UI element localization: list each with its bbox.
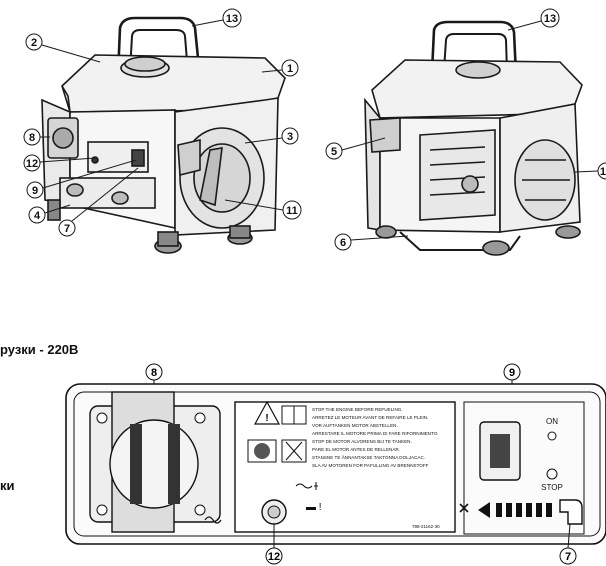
callout-11: 11 (286, 205, 298, 217)
callout-12-bottom: 12 (268, 551, 280, 563)
generator-front-view (41, 16, 286, 254)
callout-8: 8 (29, 132, 35, 144)
svg-text:!: ! (265, 413, 268, 424)
switch-stop-label: STOP (541, 483, 563, 492)
on-symbol-icon (547, 431, 557, 441)
warning-text-lines: STOP THE ENGINE BEFORE REFUELING. ARRETE… (312, 407, 438, 468)
callout-9: 9 (32, 185, 38, 197)
callout-1: 1 (287, 63, 293, 75)
callout-2: 2 (31, 37, 37, 49)
left-callouts (23, 8, 302, 237)
callout-10: 10 (600, 166, 606, 178)
svg-text:STOP DE MOTOR ALVORENS BIJ TE: STOP DE MOTOR ALVORENS BIJ TE TANKEN. (312, 439, 412, 444)
section-heading: рузки - 220В (0, 342, 79, 357)
callout-6: 6 (340, 237, 346, 249)
callout-13: 13 (226, 13, 238, 25)
ac-outlet (89, 391, 222, 533)
svg-text:9: 9 (509, 367, 515, 379)
side-fragment-label: ки (0, 478, 15, 493)
callout-7-bottom: 7 (565, 551, 571, 563)
generator-rear-view (364, 20, 583, 256)
generator-views: 2 13 1 3 8 12 9 4 7 11 (23, 8, 606, 256)
callout-5: 5 (331, 146, 337, 158)
ground-terminal: 12 (261, 499, 287, 565)
engine-switch: ON STOP (463, 401, 585, 535)
right-callouts (325, 8, 606, 251)
left-callout-labels: 2 13 1 3 8 12 9 4 7 11 (26, 13, 298, 235)
callout-8-top: 8 (145, 363, 163, 398)
svg-text:STANSNE TE ÄNNANTAKSE TAKTONNA: STANSNE TE ÄNNANTAKSE TAKTONNA DOLJACAC. (312, 454, 425, 460)
svg-text:STOP THE ENGINE BEFORE REFUELI: STOP THE ENGINE BEFORE REFUELING. (312, 407, 403, 412)
svg-text:VOR AUFTANKEN MOTOR ABSTELLEN.: VOR AUFTANKEN MOTOR ABSTELLEN. (312, 423, 398, 428)
part-number: 788-21162-30 (412, 524, 440, 529)
warning-triangle-icon (253, 400, 281, 425)
callout-4: 4 (34, 210, 41, 222)
warning-label: ! STOP THE ENGINE BEFORE REFUELING. ARRE… (234, 400, 456, 533)
stop-symbol-icon (546, 468, 558, 480)
svg-text:ARRETEZ LE MOTEUR AVANT DE REF: ARRETEZ LE MOTEUR AVANT DE REFAIRE LE PL… (312, 415, 428, 420)
switch-on-label: ON (546, 417, 558, 426)
svg-text:▬ !: ▬ ! (306, 502, 322, 513)
svg-text:PARE EL MOTOR ANTES DE RELLENA: PARE EL MOTOR ANTES DE RELLENAR. (312, 447, 400, 452)
control-panel-diagram: 8 9 ! STOP THE ENGINE BEFOR (65, 363, 606, 565)
choke-lever: 7 (459, 499, 583, 565)
right-callout-labels: 13 5 10 6 (331, 13, 606, 249)
callout-3: 3 (287, 131, 293, 143)
svg-text:SLA AV MOTOREN FOR PAFULLING A: SLA AV MOTOREN FOR PAFULLING AV BRENNSTO… (312, 463, 429, 468)
callout-12: 12 (26, 158, 38, 170)
callout-13-rear: 13 (544, 13, 556, 25)
svg-text:ARRESTARE IL MOTORE PRIMA DI F: ARRESTARE IL MOTORE PRIMA DI FARE RIFORN… (312, 431, 438, 436)
callout-7: 7 (64, 223, 70, 235)
svg-text:8: 8 (151, 367, 157, 379)
